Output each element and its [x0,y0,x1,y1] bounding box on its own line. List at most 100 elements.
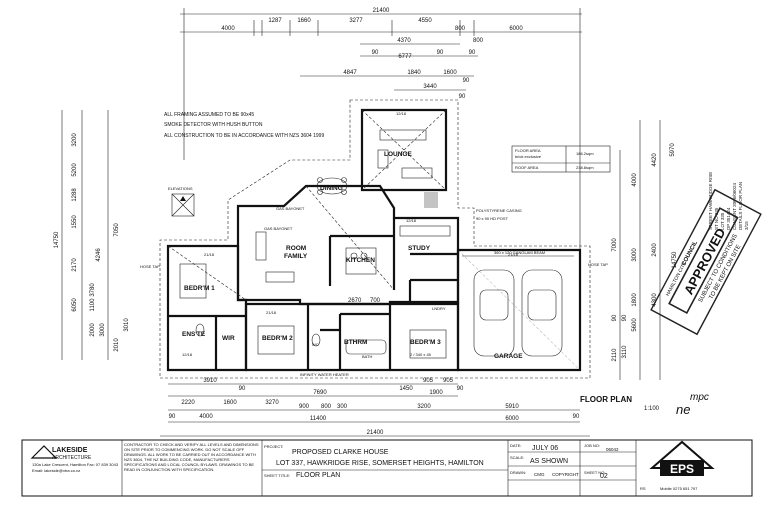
svg-text:LOT 335: LOT 335 [720,212,725,230]
svg-text:6777: 6777 [398,54,412,60]
left-dimensions: 3200 5200 1288 1550 2170 4246 3780 7050 … [54,110,130,360]
svg-text:700: 700 [370,298,381,304]
svg-text:90 x 90 HD POST: 90 x 90 HD POST [476,216,509,221]
svg-text:FLOOR AREA: FLOOR AREA [515,148,541,153]
svg-text:ST NO 335: ST NO 335 [714,207,719,230]
svg-text:6000: 6000 [509,26,523,32]
svg-text:14750: 14750 [54,231,60,248]
svg-text:SHEET TITLE:: SHEET TITLE: [264,473,290,478]
bottom-dimensions: 3910 90 1450 905 905 90 2220 1600 3270 7… [160,378,590,437]
svg-text:4847: 4847 [343,70,357,76]
svg-text:1450: 1450 [399,386,413,392]
svg-text:12/18: 12/18 [182,352,193,357]
svg-text:12/18: 12/18 [406,218,417,223]
svg-text:1287: 1287 [268,18,282,24]
svg-text:3110: 3110 [622,345,628,359]
svg-text:3200: 3200 [417,404,431,410]
svg-text:800: 800 [473,38,484,44]
svg-text:STREET HAWKRIDGE RISE: STREET HAWKRIDGE RISE [708,172,713,230]
svg-text:DETAILS FLOOR PLAN: DETAILS FLOOR PLAN [738,182,743,230]
svg-text:5910: 5910 [505,404,519,410]
svg-text:3010: 3010 [124,318,130,332]
room-kitchen: KITCHEN [346,257,375,264]
room-bedr3: BEDR'M 3 [410,339,441,346]
svg-text:1:100: 1:100 [644,406,660,412]
svg-text:21400: 21400 [367,430,384,436]
svg-text:POLYSTYRENE CASING: POLYSTYRENE CASING [476,208,522,213]
right-dimensions: 4420 5970 4000 2400 3000 7000 4300 1800 … [612,120,678,380]
svg-text:1100: 1100 [90,298,96,312]
room-ensuite: ENS'TE [182,331,206,338]
room-bath: BATH [362,354,372,359]
room-wir: WIR [222,335,235,342]
svg-text:ROOF AREA: ROOF AREA [515,165,539,170]
svg-text:90: 90 [469,50,476,56]
svg-text:4550: 4550 [418,18,432,24]
room-lndry: LNDRY [432,306,446,311]
drawn-by: CMG [534,472,545,477]
company-name: LAKESIDE [52,447,88,454]
svg-text:6050: 6050 [72,298,78,312]
svg-text:COPYRIGHT: COPYRIGHT [552,472,579,477]
handwritten-initials: ne [676,402,690,417]
title-block: LAKESIDE ARCHITECTURE 130a Lake Crescent… [21,439,753,497]
svg-text:11400: 11400 [310,416,327,422]
svg-text:SHEET NO:: SHEET NO: [584,470,606,475]
svg-text:2400: 2400 [652,243,658,257]
svg-text:GAS BAYONET: GAS BAYONET [264,226,293,231]
svg-text:4000: 4000 [632,173,638,187]
svg-text:3910: 3910 [203,378,217,384]
svg-text:RS: RS [640,486,646,491]
svg-text:12/18: 12/18 [396,111,407,116]
svg-text:4000: 4000 [199,414,213,420]
room-room: ROOM [286,245,306,252]
svg-text:300: 300 [337,404,348,410]
area-table: FLOOR AREA brick exclusive 186.2sqm ROOF… [511,145,611,173]
svg-text:7000: 7000 [612,238,618,252]
svg-text:2000: 2000 [90,323,96,337]
svg-text:2010: 2010 [114,338,120,352]
svg-text:90: 90 [612,314,618,321]
svg-text:905: 905 [443,378,454,384]
handwritten-mark: mpc [690,392,709,403]
svg-text:21/18: 21/18 [266,310,277,315]
building-walls [166,108,582,372]
job-number: 06042 [606,447,619,452]
side-info: STREET HAWKRIDGE RISE ST NO 335 LOT 335 … [708,172,749,230]
svg-text:GAS BAYONET: GAS BAYONET [276,206,305,211]
svg-text:HOSE TAP: HOSE TAP [588,262,608,267]
svg-text:14750: 14750 [672,251,678,268]
svg-text:238.8sqm: 238.8sqm [576,165,594,170]
svg-text:90: 90 [622,314,628,321]
svg-text:5600: 5600 [632,318,638,332]
note-construction: ALL CONSTRUCTION TO BE IN ACCORDANCE WIT… [164,133,324,139]
room-family: FAMILY [284,253,308,260]
svg-text:90: 90 [239,386,246,392]
elevations-symbol: ELEVATIONS [168,186,195,217]
svg-text:6000: 6000 [505,416,519,422]
eps-logo: EPS [649,440,715,476]
svg-text:4000: 4000 [221,26,235,32]
note-framing: ALL FRAMING ASSUMED TO BE 90x45 [164,112,254,118]
svg-text:1600: 1600 [223,400,237,406]
svg-text:3277: 3277 [349,18,363,24]
svg-text:2670: 2670 [348,298,362,304]
svg-text:2110: 2110 [612,348,618,362]
svg-text:90: 90 [372,50,379,56]
svg-text:DATE:: DATE: [510,443,521,448]
svg-text:4246: 4246 [96,248,102,262]
svg-text:Mobile 0275 651 797: Mobile 0275 651 797 [660,486,698,491]
svg-text:90: 90 [457,386,464,392]
svg-text:PROJECT:: PROJECT: [264,444,283,449]
room-bthrm: BTHRM [344,339,367,346]
svg-text:5970: 5970 [670,143,676,157]
svg-text:4420: 4420 [652,153,658,167]
svg-text:DP 351424: DP 351424 [726,207,731,230]
svg-text:3000: 3000 [632,248,638,262]
room-bedr2: BEDR'M 2 [262,335,293,342]
svg-text:5200: 5200 [72,163,78,177]
general-notes: ALL FRAMING ASSUMED TO BE 90x45 SMOKE DE… [164,112,324,139]
svg-text:ARCHITECTURE: ARCHITECTURE [52,455,92,461]
room-garage: GARAGE [494,353,523,360]
